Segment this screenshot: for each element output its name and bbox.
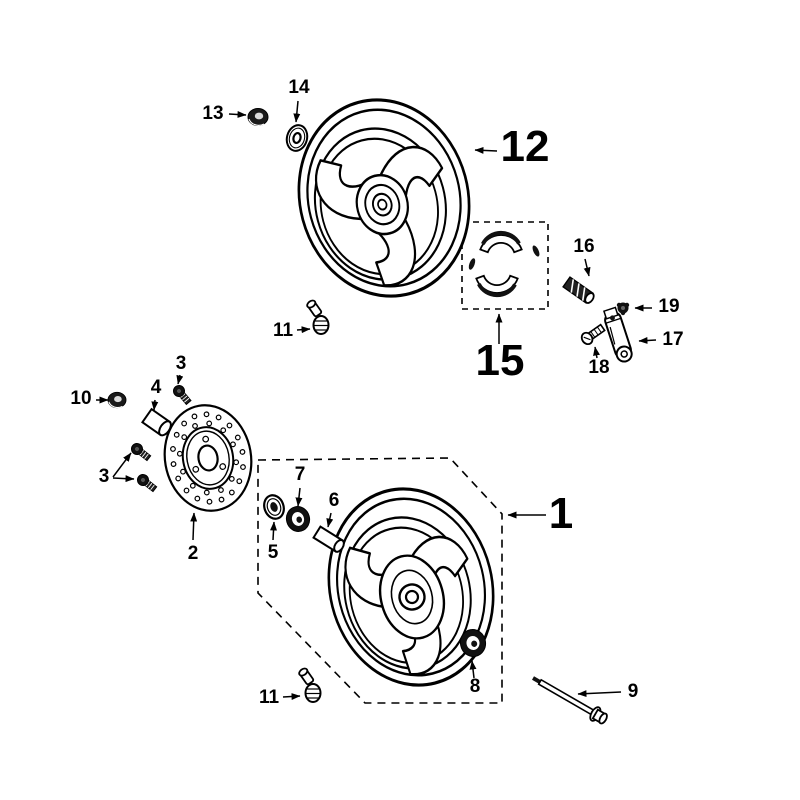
leader-lines <box>96 100 657 700</box>
axle-bolt <box>532 676 608 725</box>
callout-12: 12 <box>501 122 550 171</box>
dust-seal <box>263 494 285 520</box>
disc-screw-3 <box>134 471 159 495</box>
tire-valve-front <box>296 666 322 703</box>
brake-arm <box>603 306 633 363</box>
callout-8: 8 <box>470 676 481 697</box>
arm-bolt <box>580 323 606 346</box>
callout-11-mid: 11 <box>273 320 294 341</box>
brake-disc-holes <box>170 411 246 505</box>
bearing <box>285 506 311 532</box>
disc-screw-2 <box>128 440 153 464</box>
brake-shoe-spring-left <box>468 258 476 270</box>
callout-6: 6 <box>329 490 340 511</box>
axle-nut <box>247 107 269 127</box>
callout-15: 15 <box>476 336 525 385</box>
adjuster-nut <box>616 302 630 316</box>
spacer-sleeve <box>141 407 172 437</box>
callout-18: 18 <box>588 357 609 378</box>
callout-13: 13 <box>202 103 223 124</box>
callout-3-top: 3 <box>176 353 187 374</box>
callout-1: 1 <box>549 489 573 538</box>
front-wheel-assembly-outline <box>257 457 503 704</box>
rear-wheel <box>275 79 493 317</box>
callout-3-bottom: 3 <box>99 466 110 487</box>
brake-shoe-kit-outline <box>461 221 549 310</box>
lock-nut <box>107 391 127 409</box>
callout-11-bottom: 11 <box>259 687 280 708</box>
callout-16: 16 <box>573 236 594 257</box>
callout-17: 17 <box>662 329 683 350</box>
callout-14: 14 <box>288 77 310 98</box>
brake-shoe-set <box>468 230 540 298</box>
callout-2: 2 <box>188 543 199 564</box>
hub-spacer <box>312 525 345 553</box>
front-wheel-hub <box>378 554 446 640</box>
callout-9: 9 <box>628 681 639 702</box>
callout-10: 10 <box>70 388 91 409</box>
callout-19: 19 <box>658 296 679 317</box>
callout-4: 4 <box>151 377 162 398</box>
oil-seal <box>459 629 487 657</box>
callout-5: 5 <box>268 542 279 563</box>
front-wheel <box>306 469 516 705</box>
callout-7: 7 <box>295 464 306 485</box>
washer <box>285 124 309 152</box>
adjuster-bolt <box>562 276 595 304</box>
brake-shoe-spring-right <box>532 245 540 257</box>
disc-screw-1 <box>170 382 194 407</box>
brake-disc <box>163 404 253 512</box>
